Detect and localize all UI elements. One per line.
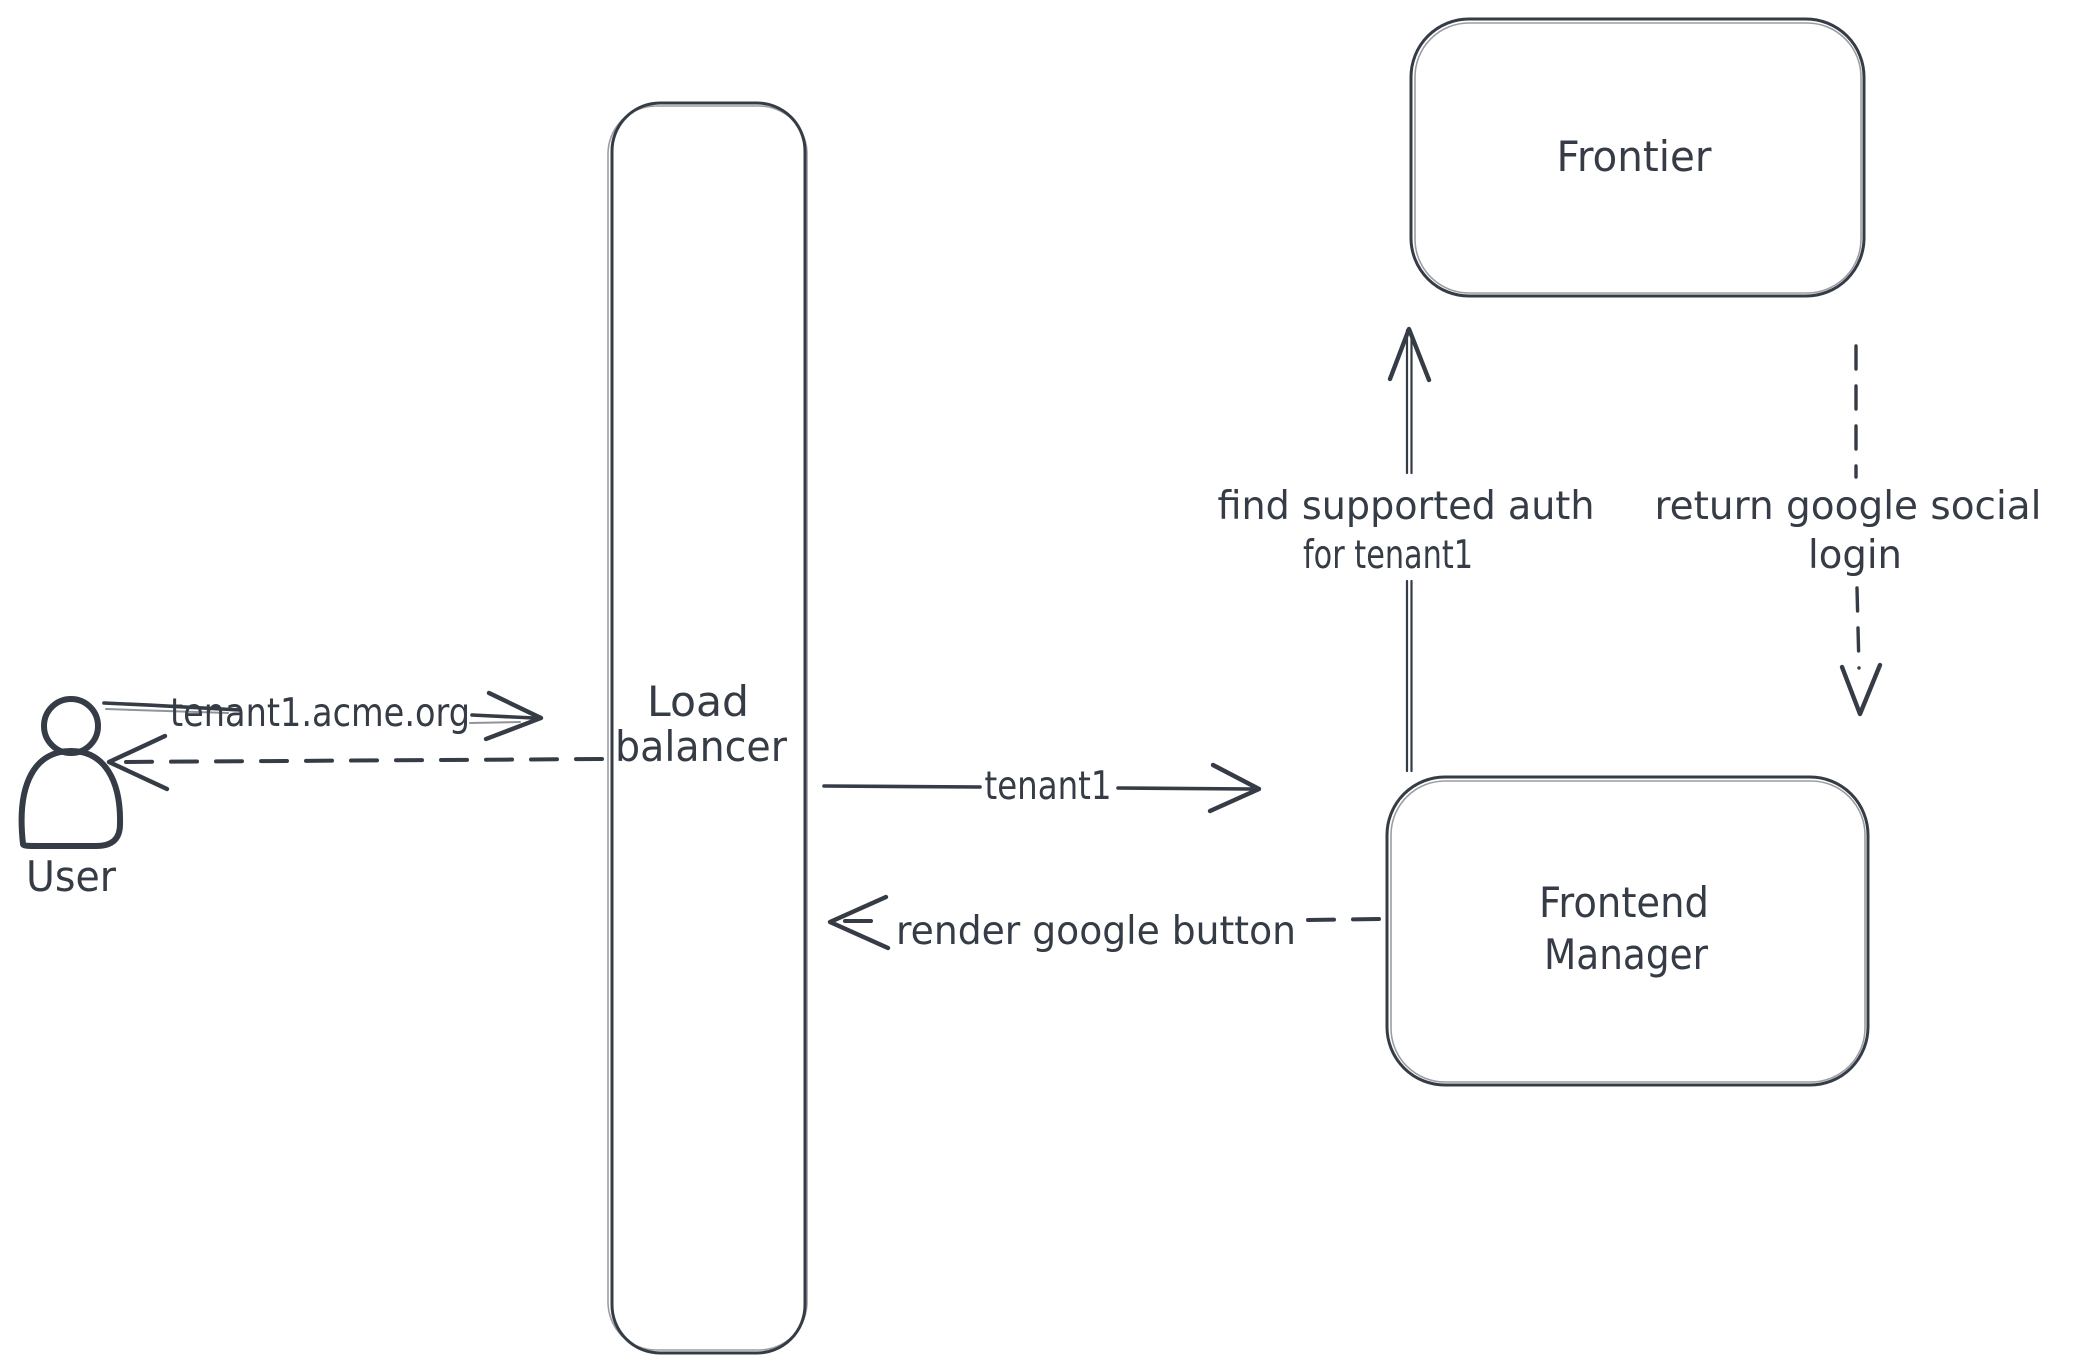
- frontier-node: Frontier: [1409, 17, 1866, 298]
- frontier-box: [1409, 17, 1866, 298]
- edge-request-line-end-echo: [469, 721, 521, 724]
- edge-tenant1-label: tenant1: [985, 764, 1112, 809]
- edge-response-arrowhead: [106, 733, 170, 792]
- load-balancer-node: Load balancer: [607, 101, 808, 1355]
- edge-render-google-arrowhead: [827, 894, 891, 951]
- edge-frontier-to-frontend-manager: return google social login: [1655, 344, 2042, 717]
- user-head-icon: [41, 696, 101, 756]
- edge-tenant1-line: [822, 784, 982, 789]
- edge-response-line: [118, 757, 604, 764]
- load-balancer-label-line2: balancer: [615, 722, 788, 771]
- edge-frontend-manager-to-load-balancer: render google button: [827, 894, 1382, 954]
- edge-frontend-manager-to-frontier: find supported auth for tenant1: [1218, 326, 1595, 773]
- edge-tenant1-line-end: [1116, 786, 1254, 791]
- edge-find-auth-arrowhead: [1387, 326, 1432, 383]
- frontier-label: Frontier: [1557, 132, 1713, 181]
- frontend-manager-box: [1385, 775, 1870, 1087]
- frontend-manager-label-line1: Frontend: [1539, 878, 1709, 927]
- edge-request-line-echo: [105, 708, 229, 714]
- edge-return-social-line-lower: [1855, 586, 1861, 670]
- load-balancer-box-echo: [607, 105, 808, 1351]
- frontier-box-echo: [1414, 22, 1862, 294]
- frontend-manager-node: Frontend Manager: [1385, 775, 1870, 1087]
- edge-return-social-label-line2: login: [1808, 533, 1902, 578]
- edge-return-social-arrowhead: [1839, 662, 1883, 717]
- edge-request-arrowhead: [483, 690, 544, 742]
- frontend-manager-label-line2: Manager: [1544, 930, 1709, 979]
- edge-render-google-label: render google button: [896, 909, 1296, 954]
- edge-render-google-line-end: [1306, 917, 1382, 922]
- edge-request-line: [102, 701, 242, 712]
- user-actor: User: [18, 696, 124, 901]
- edge-tenant1-arrowhead: [1207, 762, 1262, 814]
- edge-find-auth-label-line1: find supported auth: [1218, 484, 1595, 529]
- edge-request-line-end: [470, 713, 536, 720]
- edge-return-social-label-line1: return google social: [1655, 484, 2042, 529]
- user-body-icon: [18, 748, 124, 849]
- edge-load-balancer-to-frontend-manager: tenant1: [822, 762, 1262, 814]
- edge-find-auth-label-line2: for tenant1: [1303, 533, 1473, 578]
- load-balancer-label-line1: Load: [647, 677, 749, 726]
- edge-user-to-load-balancer: tenant1.acme.org: [102, 690, 544, 742]
- load-balancer-box: [610, 101, 807, 1355]
- user-label: User: [26, 852, 117, 901]
- frontend-manager-box-echo: [1390, 780, 1866, 1083]
- edge-request-label: tenant1.acme.org: [170, 691, 470, 736]
- edge-load-balancer-to-user: [106, 733, 604, 792]
